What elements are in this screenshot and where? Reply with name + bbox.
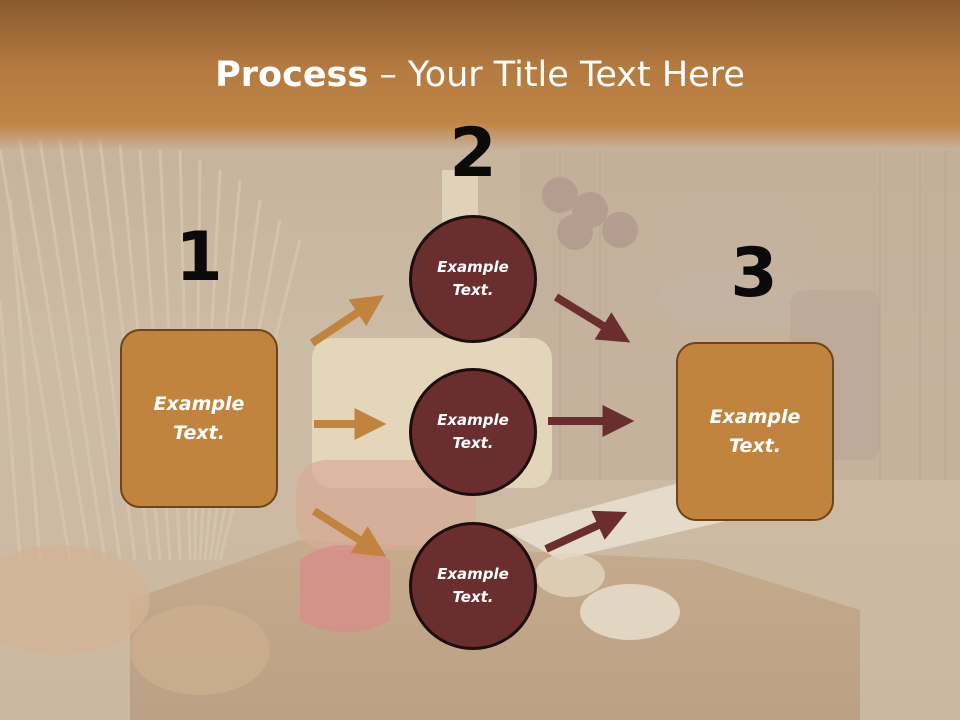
- step-number-3: 3: [730, 234, 778, 313]
- circle-middle-label: Example Text.: [437, 411, 509, 452]
- arrow-1-to-circle-top: [309, 295, 384, 347]
- step-2-circle-bottom[interactable]: Example Text.: [409, 522, 537, 650]
- step-3-label: Example Text.: [709, 405, 801, 457]
- step-1-label: Example Text.: [153, 392, 245, 444]
- circle-top-label: Example Text.: [437, 258, 509, 299]
- arrow-circle-top-to-3: [553, 293, 631, 343]
- slide-title: Process – Your Title Text Here: [0, 52, 960, 98]
- step-number-2: 2: [449, 114, 497, 193]
- title-rest-part: – Your Title Text Here: [368, 55, 745, 95]
- title-bold-part: Process: [215, 55, 369, 95]
- title-band: [0, 0, 960, 150]
- step-2-circle-top[interactable]: Example Text.: [409, 215, 537, 343]
- circle-bottom-label: Example Text.: [437, 565, 509, 606]
- step-number-1: 1: [175, 218, 223, 297]
- step-1-box[interactable]: Example Text.: [120, 329, 278, 508]
- step-2-circle-middle[interactable]: Example Text.: [409, 368, 537, 496]
- step-3-box[interactable]: Example Text.: [676, 342, 834, 521]
- arrow-1-to-circle-bottom: [311, 507, 387, 557]
- arrow-circle-bottom-to-3: [544, 510, 628, 553]
